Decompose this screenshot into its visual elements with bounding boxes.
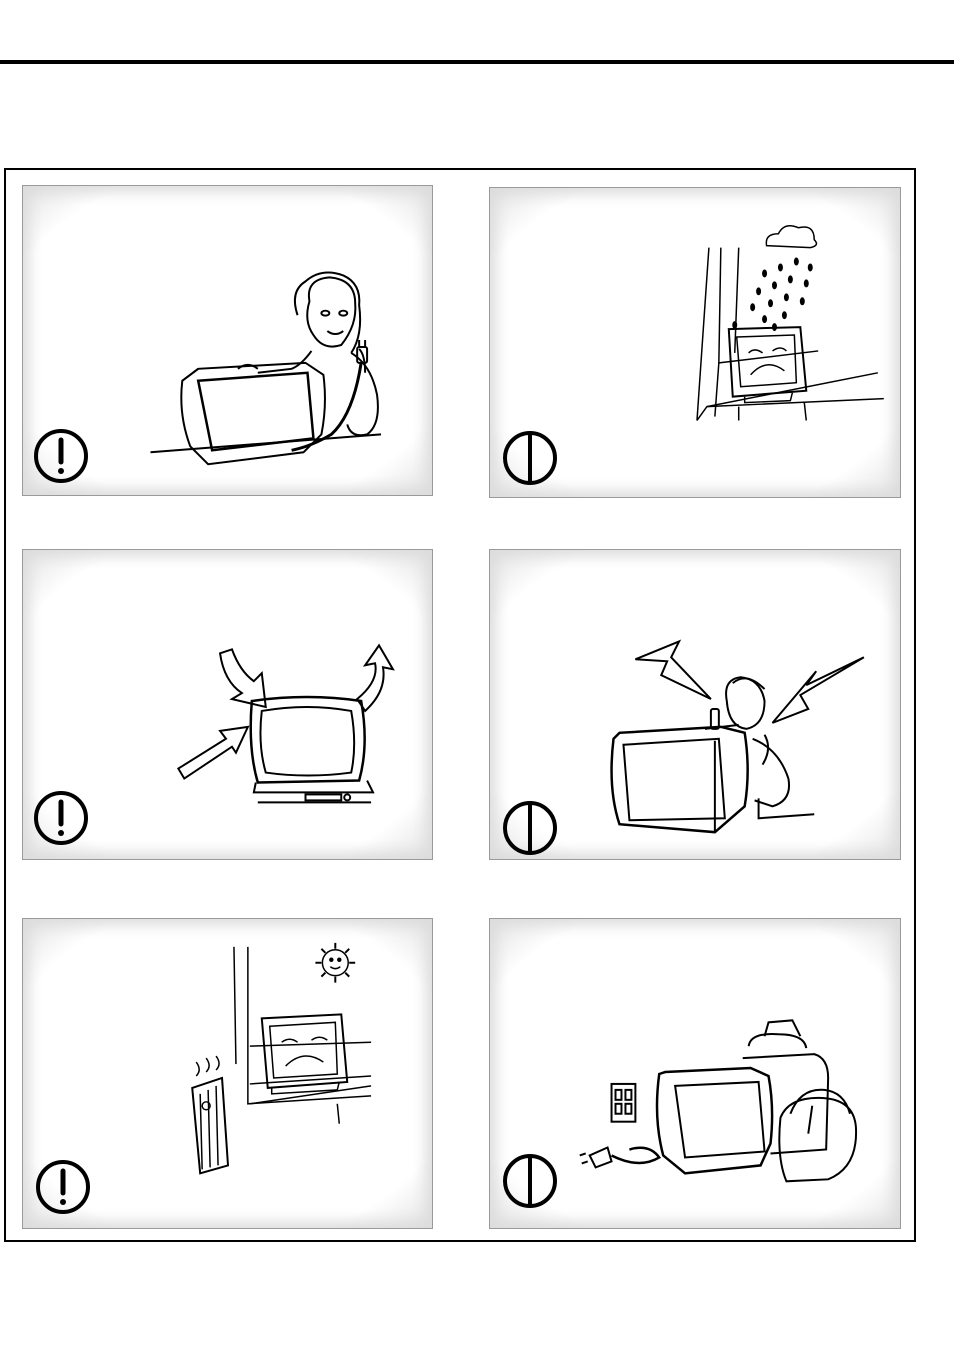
exclamation-circle-icon: [33, 1157, 93, 1217]
panel-rain: [489, 187, 901, 498]
prohibition-circle-icon: [500, 428, 560, 488]
panel-cleaning: [22, 185, 433, 496]
exclamation-circle-icon: [31, 788, 91, 848]
panel-thunderstorm: [489, 549, 901, 860]
prohibition-circle-icon: [500, 1151, 560, 1211]
panel-ventilation: [22, 549, 433, 860]
header-rule: [0, 60, 954, 64]
panel-moving: [489, 918, 901, 1229]
exclamation-circle-icon: [31, 426, 91, 486]
panel-heat: [22, 918, 433, 1229]
prohibition-circle-icon: [500, 798, 560, 858]
